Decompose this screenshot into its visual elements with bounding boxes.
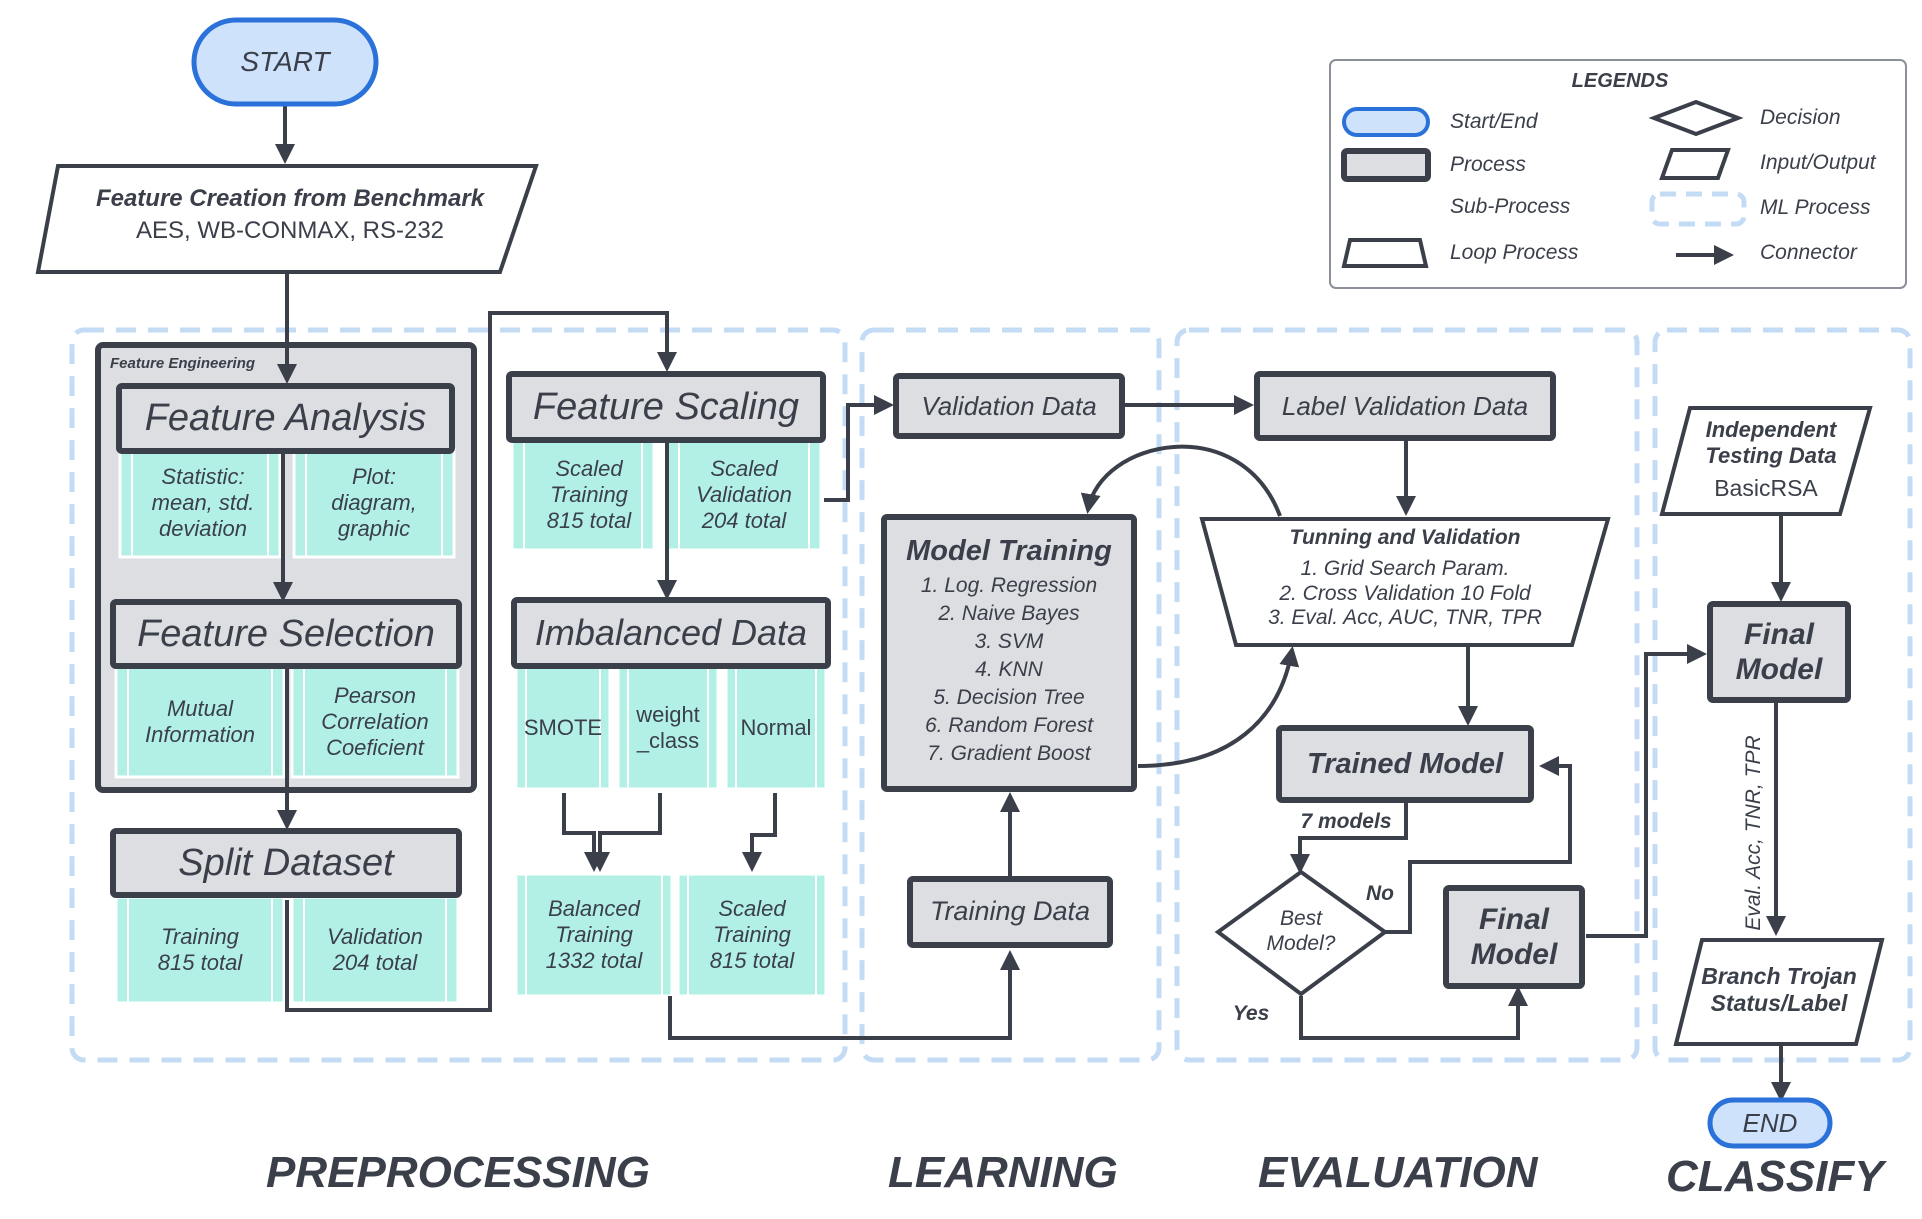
phase-preprocessing: PREPROCESSING <box>266 1148 650 1197</box>
subprocess-plot <box>292 447 456 559</box>
process-boxes <box>110 371 1851 989</box>
legend-io-swatch <box>1659 148 1731 180</box>
connector-normal-to-scaled <box>742 793 777 872</box>
branch-trojan-io <box>1673 938 1885 1046</box>
connector-tuning-loop-to-model <box>1080 444 1282 517</box>
process-feature-analysis <box>116 383 455 454</box>
loop-tuning-validation <box>1199 517 1611 647</box>
subprocess-statistic <box>118 447 282 559</box>
subprocess-weight-class <box>616 665 720 791</box>
legend-process-swatch <box>1341 148 1431 182</box>
connector-decision-no <box>1385 756 1572 934</box>
feature-creation-io <box>35 164 539 274</box>
connector-balanced-to-training-data <box>668 950 1020 1040</box>
legend-ml-swatch <box>1649 191 1747 227</box>
subprocess-boxes <box>114 193 1428 1005</box>
subprocess-smote <box>514 665 612 791</box>
legend-box <box>1329 59 1907 289</box>
subprocess-sd-training <box>114 895 286 1005</box>
phase-learning: LEARNING <box>888 1148 1118 1197</box>
process-imbalanced-data <box>511 597 831 669</box>
connector-decision-yes <box>1299 986 1528 1040</box>
subprocess-balanced-training <box>514 872 674 998</box>
connector-scaled-validation-to-validation-data <box>824 395 894 502</box>
ml-region-evaluation <box>1174 327 1640 1063</box>
process-training-data <box>907 876 1113 948</box>
process-model-training <box>881 514 1137 792</box>
process-split-dataset <box>110 828 462 898</box>
ml-region-preprocessing <box>69 327 848 1063</box>
start-terminal <box>191 17 379 107</box>
phase-evaluation: EVALUATION <box>1258 1148 1538 1197</box>
subprocess-scaled-training-2 <box>676 872 828 998</box>
end-terminal <box>1707 1097 1833 1149</box>
process-validation-data <box>893 373 1125 439</box>
legend-start-end-swatch <box>1342 107 1430 137</box>
independent-testing-io <box>1659 406 1873 516</box>
legend-loop-swatch <box>1341 238 1429 268</box>
phase-classify: CLASSIFY <box>1666 1152 1884 1201</box>
process-feature-selection <box>110 599 462 669</box>
subprocess-pearson <box>290 665 460 779</box>
connector-smote-to-balanced <box>562 793 604 872</box>
connector-model-loop-to-tuning <box>1137 646 1300 768</box>
process-label-validation <box>1254 371 1556 441</box>
ml-region-learning <box>859 327 1162 1063</box>
process-trained-model <box>1276 725 1534 803</box>
process-final-model-classify <box>1707 601 1851 703</box>
subprocess-mutual-info <box>114 665 286 779</box>
process-final-model-eval <box>1443 885 1585 989</box>
legend-decision-swatch <box>1648 99 1744 137</box>
connector-final-to-classify <box>1586 644 1707 938</box>
subprocess-sd-validation <box>290 895 460 1005</box>
connectors <box>273 105 1791 1102</box>
decision-best-model <box>1214 869 1389 997</box>
connector-weight-to-balanced <box>590 793 662 872</box>
process-feature-scaling <box>506 371 826 443</box>
connector-split-to-scaling <box>285 311 677 1012</box>
connector-trained-to-decision <box>1290 802 1408 874</box>
subprocess-scaled-validation <box>665 438 823 552</box>
subprocess-normal <box>724 665 828 791</box>
subprocess-scaled-training <box>510 438 656 552</box>
